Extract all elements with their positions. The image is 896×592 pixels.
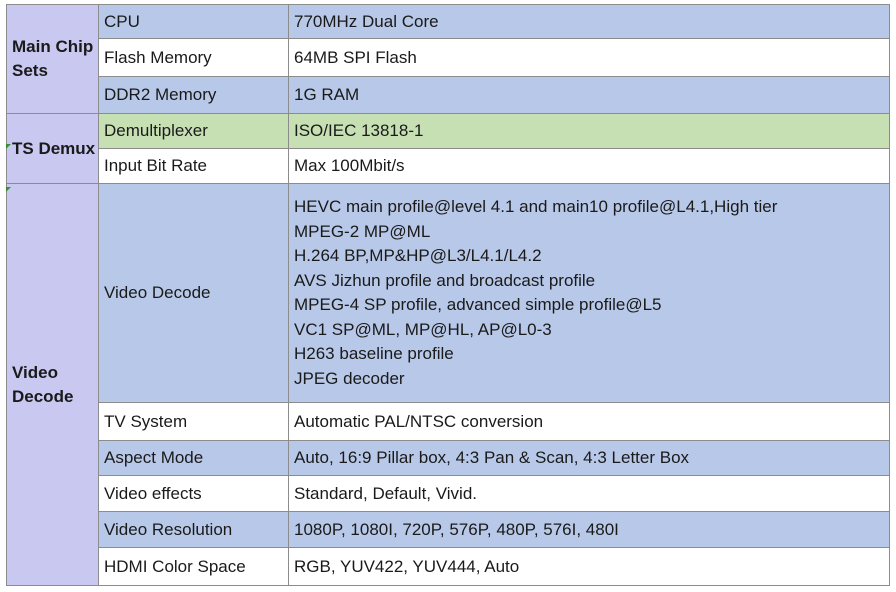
table-row: TV System Automatic PAL/NTSC conversion xyxy=(7,402,890,441)
table-row: Input Bit Rate Max 100Mbit/s xyxy=(7,148,890,184)
table-row: Video Decode Video Decode HEVC main prof… xyxy=(6,183,890,586)
table-row: Video effects Standard, Default, Vivid. xyxy=(7,475,890,512)
cell-comment-marker xyxy=(6,187,11,192)
row-label: Video Decode xyxy=(98,183,289,403)
row-label: CPU xyxy=(98,4,289,39)
specifications-table: Main Chip Sets CPU 770MHz Dual Core Flas… xyxy=(6,4,890,586)
row-label: DDR2 Memory xyxy=(98,76,289,114)
row-value: 1G RAM xyxy=(288,76,890,114)
row-value: Standard, Default, Vivid. xyxy=(288,475,890,512)
codec-line: HEVC main profile@level 4.1 and main10 p… xyxy=(294,197,778,216)
codec-line: MPEG-4 SP profile, advanced simple profi… xyxy=(294,295,662,314)
codec-line: AVS Jizhun profile and broadcast profile xyxy=(294,270,596,290)
row-value: RGB, YUV422, YUV444, Auto xyxy=(288,547,890,586)
table-row: Flash Memory 64MB SPI Flash xyxy=(7,38,890,77)
table-row: TS Demux Demultiplexer ISO/IEC 13818-1 xyxy=(6,113,890,184)
row-value: Automatic PAL/NTSC conversion xyxy=(288,402,890,441)
row-value-list: HEVC main profile@level 4.1 and main10 p… xyxy=(288,183,890,403)
group-main-chip-sets: Main Chip Sets xyxy=(6,4,99,114)
cell-comment-marker xyxy=(6,144,11,149)
row-value: ISO/IEC 13818-1 xyxy=(288,113,890,149)
row-value: 1080P, 1080I, 720P, 576P, 480P, 576I, 48… xyxy=(288,511,890,548)
table-row: Aspect Mode Auto, 16:9 Pillar box, 4:3 P… xyxy=(7,440,890,476)
codec-line: H.264 BP,MP&HP@L3/L4.1/L4.2 xyxy=(294,246,542,265)
row-label: Video effects xyxy=(98,475,289,512)
group-video-decode: Video Decode xyxy=(6,183,99,586)
table-row: DDR2 Memory 1G RAM xyxy=(7,76,890,114)
codec-line: MPEG-2 MP@ML xyxy=(294,221,431,241)
table-row: Main Chip Sets CPU 770MHz Dual Core xyxy=(6,4,890,114)
row-label: Demultiplexer xyxy=(98,113,289,149)
table-row: Video Resolution 1080P, 1080I, 720P, 576… xyxy=(7,511,890,548)
row-value: 64MB SPI Flash xyxy=(288,38,890,77)
row-label: Video Resolution xyxy=(98,511,289,548)
codec-line: JPEG decoder xyxy=(294,368,405,388)
group-ts-demux: TS Demux xyxy=(6,113,99,184)
row-label: TV System xyxy=(98,402,289,441)
codec-line: H263 baseline profile xyxy=(294,344,454,363)
row-value: Max 100Mbit/s xyxy=(288,148,890,184)
table-row: HDMI Color Space RGB, YUV422, YUV444, Au… xyxy=(7,547,890,586)
row-label: Input Bit Rate xyxy=(98,148,289,184)
row-value: Auto, 16:9 Pillar box, 4:3 Pan & Scan, 4… xyxy=(288,440,890,476)
row-value: 770MHz Dual Core xyxy=(288,4,890,39)
row-label: Aspect Mode xyxy=(98,440,289,476)
codec-line: VC1 SP@ML, MP@HL, AP@L0-3 xyxy=(294,319,552,339)
row-label: Flash Memory xyxy=(98,38,289,77)
row-label: HDMI Color Space xyxy=(98,547,289,586)
